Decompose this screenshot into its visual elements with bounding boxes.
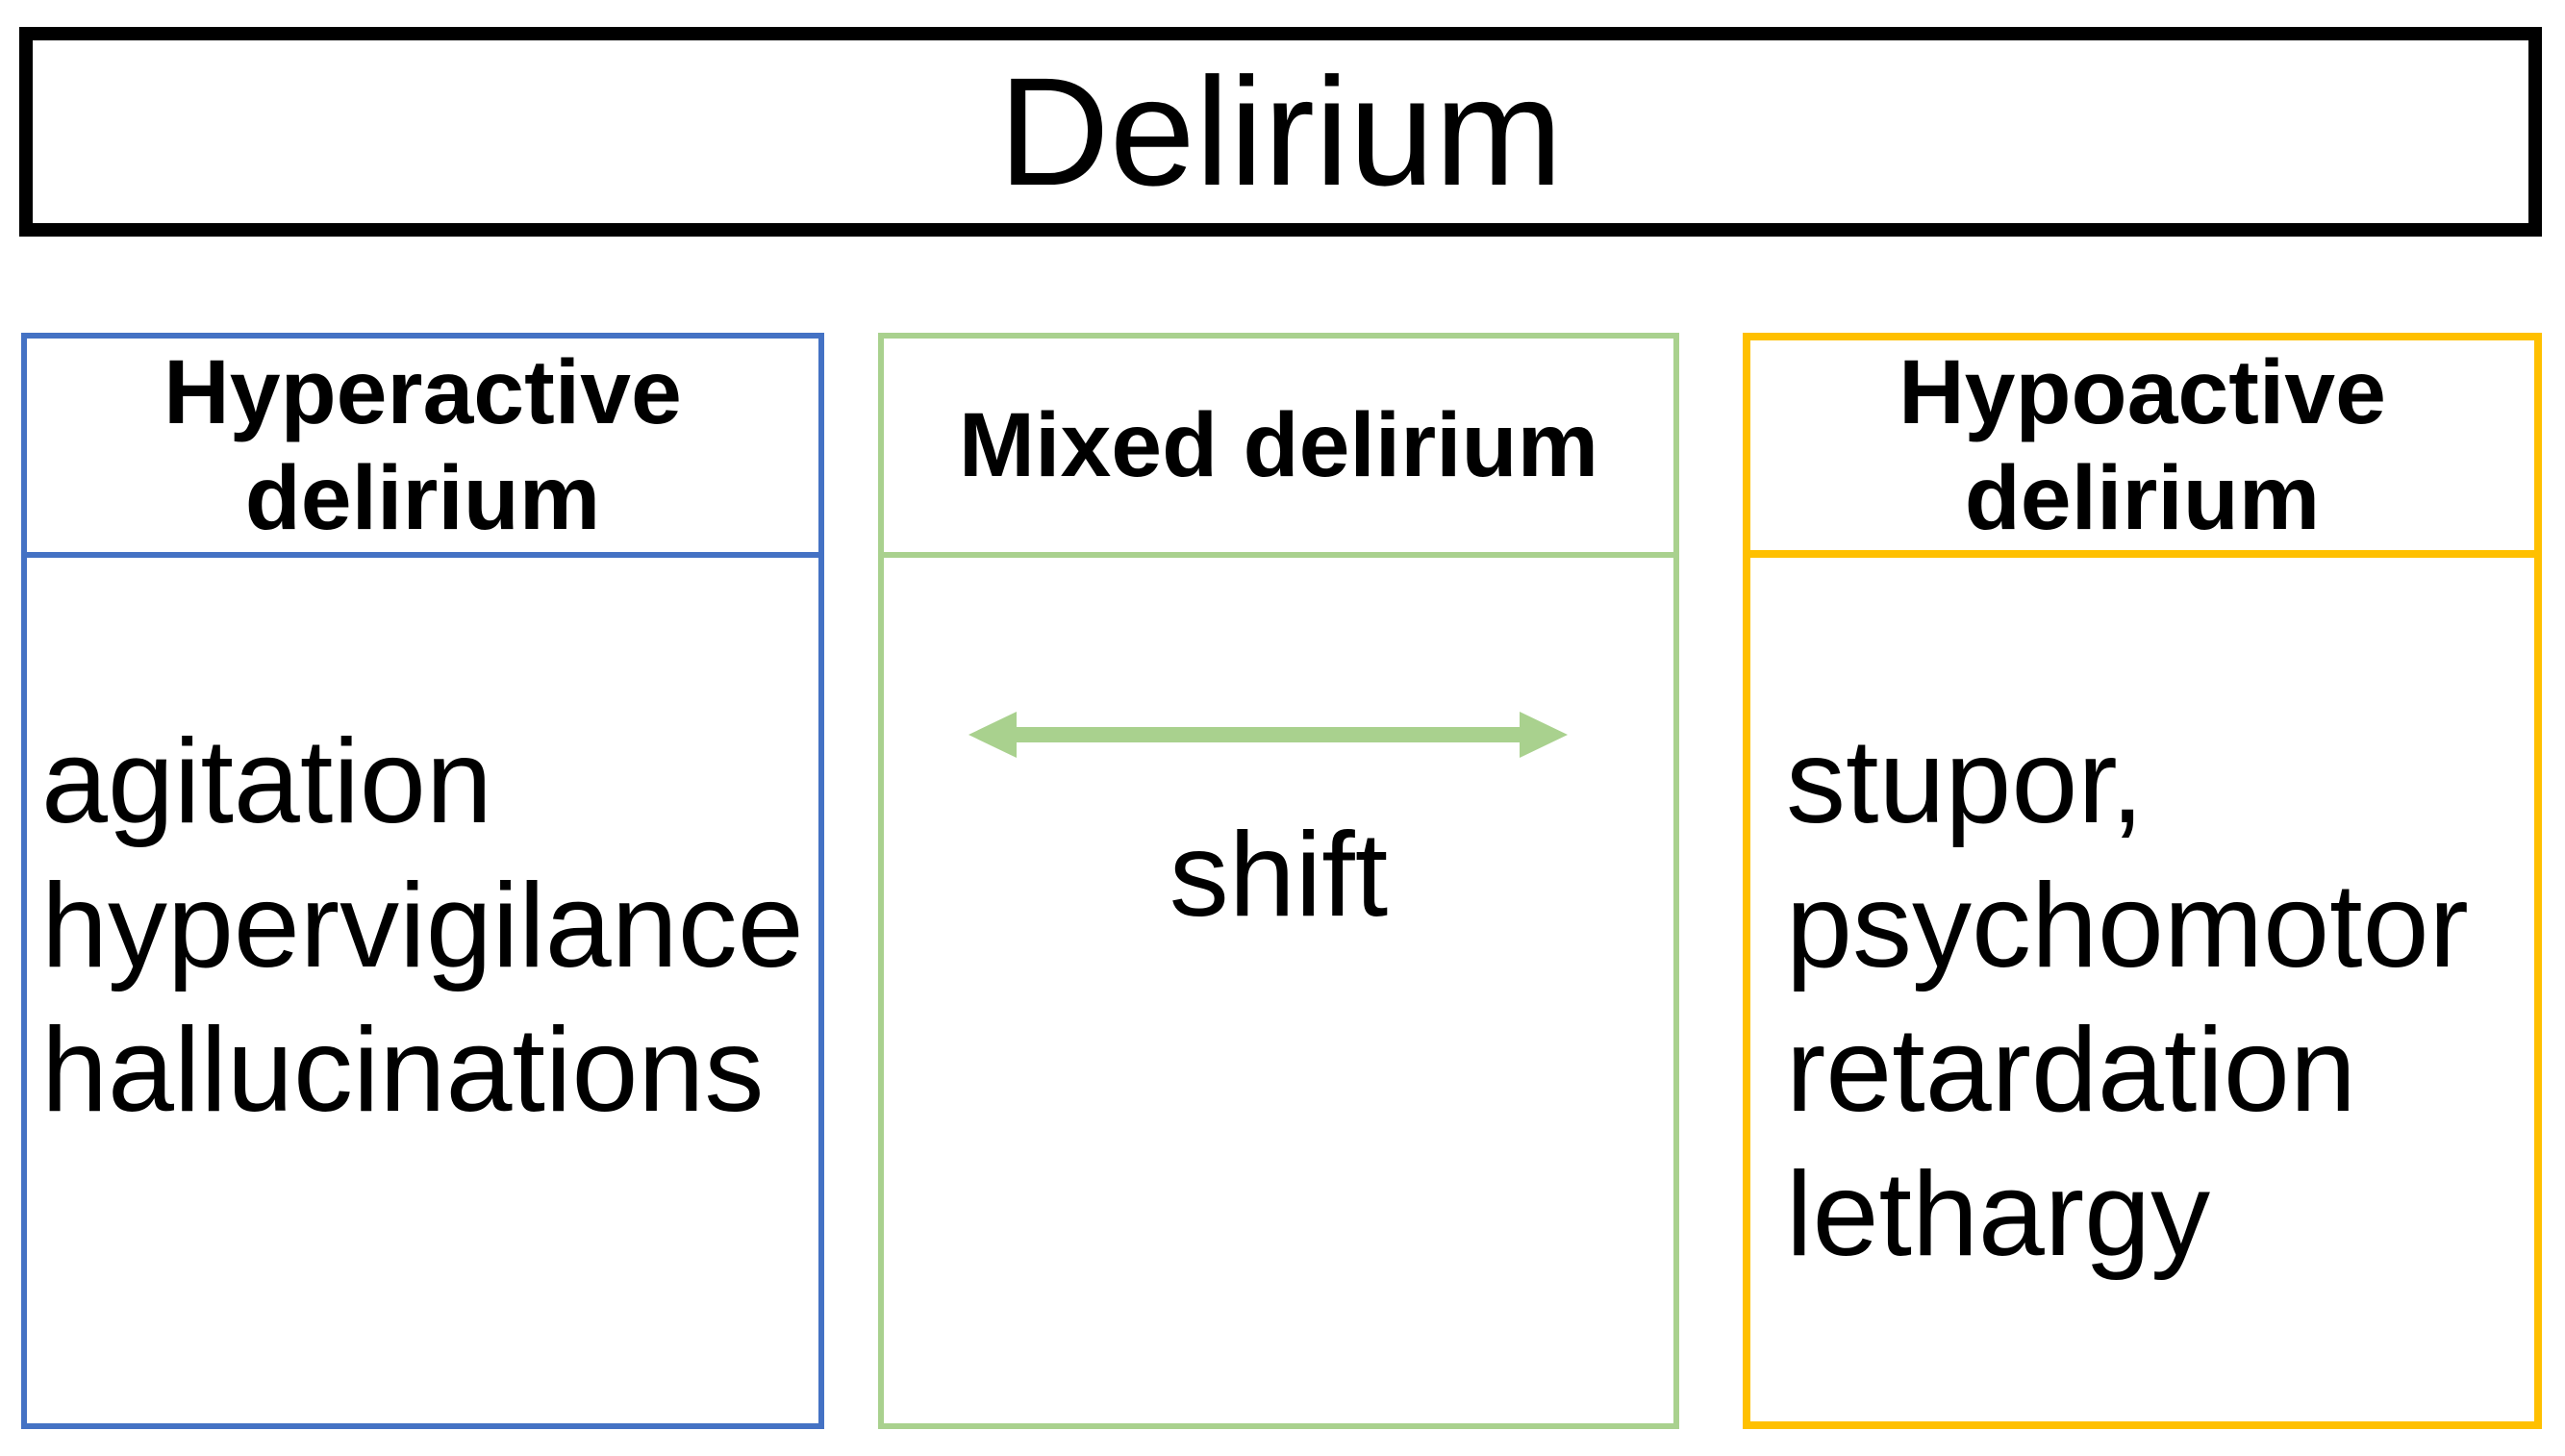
hyperactive-delirium-symptoms: agitation hypervigilance hallucinations [41, 715, 804, 1137]
hyperactive-delirium-box: Hyperactive delirium agitation hypervigi… [21, 333, 824, 1429]
mixed-delirium-box: Mixed delirium shift [878, 333, 1679, 1429]
page-title: Delirium [998, 45, 1563, 217]
shift-label: shift [1169, 809, 1389, 941]
title-box: Delirium [19, 27, 2542, 237]
shift-double-arrow-icon [968, 712, 1568, 758]
hypoactive-delirium-symptoms: stupor, psychomotor retardation lethargy [1786, 715, 2469, 1281]
mixed-delirium-body: shift [884, 558, 1673, 1423]
mixed-delirium-header: Mixed delirium [884, 339, 1673, 558]
hypoactive-delirium-box: Hypoactive delirium stupor, psychomotor … [1743, 333, 2542, 1429]
hypoactive-delirium-header: Hypoactive delirium [1750, 340, 2534, 558]
hyperactive-delirium-header: Hyperactive delirium [27, 339, 818, 558]
